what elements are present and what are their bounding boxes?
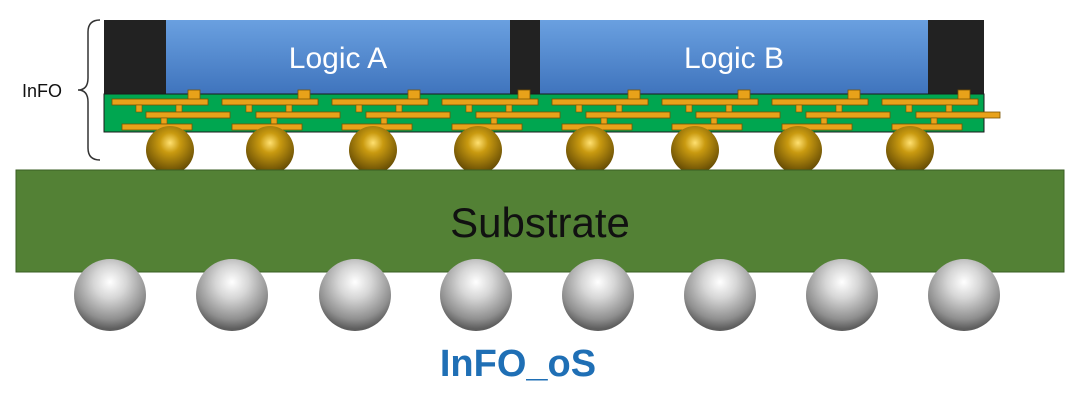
rdl-via: [270, 117, 278, 125]
micro-bump: [349, 126, 397, 174]
substrate: [15, 169, 1065, 273]
substrate-label: Substrate: [450, 199, 630, 246]
rdl-trace-group: [111, 89, 231, 131]
rdl-trace: [475, 111, 561, 119]
rdl-trace: [331, 98, 429, 106]
rdl-via: [490, 117, 498, 125]
bga-ball: [74, 259, 146, 331]
rdl-trace: [585, 111, 671, 119]
bga-ball: [319, 259, 391, 331]
bga-ball: [440, 259, 512, 331]
rdl-pad: [517, 89, 531, 101]
info-bracket-label: InFO: [22, 81, 62, 101]
diagram-title: InFO_oS: [440, 343, 596, 385]
die-logic-b-label: Logic B: [684, 42, 784, 75]
rdl-pad: [737, 89, 751, 101]
rdl-via: [795, 104, 803, 113]
rdl-trace: [771, 98, 869, 106]
micro-bump: [454, 126, 502, 174]
rdl-via: [945, 104, 953, 113]
micro-bump: [246, 126, 294, 174]
rdl-pad: [187, 89, 201, 101]
bga-ball: [928, 259, 1000, 331]
rdl-trace: [661, 98, 759, 106]
bga-ball: [684, 259, 756, 331]
rdl-trace: [111, 98, 209, 106]
rdl-via: [930, 117, 938, 125]
rdl-trace-group: [881, 89, 1001, 131]
rdl-pad: [847, 89, 861, 101]
rdl-via: [505, 104, 513, 113]
rdl-via: [245, 104, 253, 113]
rdl-trace: [695, 111, 781, 119]
rdl-via: [355, 104, 363, 113]
rdl-trace: [221, 98, 319, 106]
rdl-pad: [407, 89, 421, 101]
rdl-via: [380, 117, 388, 125]
rdl-via: [135, 104, 143, 113]
rdl-trace: [915, 111, 1001, 119]
rdl-trace: [891, 123, 963, 131]
micro-bump: [671, 126, 719, 174]
rdl-trace-group: [551, 89, 671, 131]
bga-ball: [196, 259, 268, 331]
bga-balls: [74, 259, 1000, 331]
rdl-pad: [627, 89, 641, 101]
rdl-via: [395, 104, 403, 113]
rdl-via: [600, 117, 608, 125]
rdl-via: [160, 117, 168, 125]
micro-bumps: [146, 126, 934, 174]
die-logic-a-label: Logic A: [289, 42, 387, 75]
rdl-via: [710, 117, 718, 125]
rdl-trace: [881, 98, 979, 106]
rdl-via: [725, 104, 733, 113]
micro-bump: [886, 126, 934, 174]
rdl-via: [905, 104, 913, 113]
rdl-via: [175, 104, 183, 113]
rdl-trace-group: [771, 89, 891, 131]
rdl-trace: [255, 111, 341, 119]
rdl-via: [575, 104, 583, 113]
rdl-trace: [671, 123, 743, 131]
rdl-trace: [365, 111, 451, 119]
bga-ball: [562, 259, 634, 331]
rdl-via: [685, 104, 693, 113]
rdl-via: [820, 117, 828, 125]
rdl-via: [615, 104, 623, 113]
micro-bump: [566, 126, 614, 174]
rdl-via: [465, 104, 473, 113]
bga-ball: [806, 259, 878, 331]
info-bracket: [77, 19, 101, 161]
rdl-trace: [781, 123, 853, 131]
micro-bump: [146, 126, 194, 174]
rdl-trace: [551, 98, 649, 106]
micro-bump: [774, 126, 822, 174]
rdl-pad: [957, 89, 971, 101]
rdl-trace: [441, 98, 539, 106]
die-logic-b: [540, 20, 928, 94]
die-logic-a: [166, 20, 510, 94]
rdl-via: [835, 104, 843, 113]
rdl-trace: [145, 111, 231, 119]
rdl-via: [285, 104, 293, 113]
rdl-trace: [805, 111, 891, 119]
rdl-pad: [297, 89, 311, 101]
